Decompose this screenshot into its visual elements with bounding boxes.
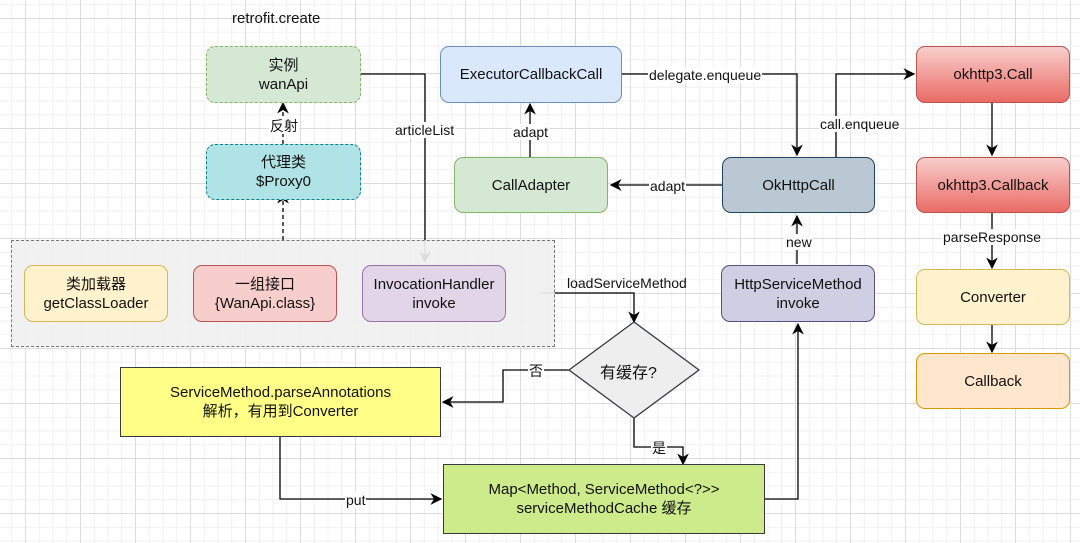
node-okhttp-call[interactable]: OkHttpCall — [722, 157, 875, 213]
node-class-loader[interactable]: 类加载器 getClassLoader — [24, 265, 168, 322]
edge-label-article-list: articleList — [394, 122, 456, 138]
node-label: 代理类 — [260, 154, 306, 171]
node-label: {WanApi.class} — [214, 294, 316, 312]
edge-cache-to-invoke — [765, 322, 804, 500]
node-label: invoke — [412, 294, 456, 312]
node-label: okhttp3.Callback — [937, 176, 1049, 194]
node-label: Converter — [960, 288, 1026, 306]
node-label: 一组接口 — [234, 275, 295, 293]
node-label: invoke — [776, 294, 820, 312]
edge-label-parse-response: parseResponse — [942, 229, 1043, 245]
edge-label-adapt-up: adapt — [512, 124, 550, 140]
edge-put — [279, 437, 443, 505]
node-label: InvocationHandler — [373, 275, 495, 293]
node-label: Map<Method, ServiceMethod<?>> — [488, 481, 720, 498]
node-label: 解析，有用到Converter — [202, 403, 359, 420]
node-call-adapter[interactable]: CallAdapter — [454, 157, 608, 213]
decision-has-cache[interactable]: 有缓存? — [600, 365, 657, 382]
decision-diamond-shape — [567, 321, 701, 419]
node-converter[interactable]: Converter — [916, 269, 1070, 325]
edge-article-list — [361, 73, 431, 264]
node-callback[interactable]: Callback — [916, 353, 1070, 409]
edge-label-yes: 是 — [651, 440, 667, 456]
node-service-method-cache[interactable]: Map<Method, ServiceMethod<?>> serviceMet… — [443, 464, 765, 534]
node-label: $Proxy0 — [255, 173, 312, 190]
node-label: wanApi — [258, 75, 309, 93]
node-okhttp3-callback[interactable]: okhttp3.Callback — [916, 157, 1070, 213]
node-label: Callback — [964, 372, 1022, 390]
node-interfaces[interactable]: 一组接口 {WanApi.class} — [193, 265, 337, 322]
node-label: ExecutorCallbackCall — [459, 66, 603, 83]
node-label: 实例 — [268, 56, 299, 74]
node-http-service-method[interactable]: HttpServiceMethod invoke — [721, 265, 875, 322]
node-label: serviceMethodCache 缓存 — [516, 500, 692, 517]
edge-label-call-enqueue: call.enqueue — [819, 116, 901, 132]
node-instance-wanapi[interactable]: 实例 wanApi — [206, 46, 361, 103]
node-proxy-class[interactable]: 代理类 $Proxy0 — [206, 144, 361, 200]
edge-load-service-method — [541, 292, 640, 324]
node-label: getClassLoader — [43, 294, 149, 312]
node-label: ServiceMethod.parseAnnotations — [170, 384, 391, 401]
node-label: okhttp3.Call — [953, 66, 1033, 83]
edge-label-delegate-enqueue: delegate.enqueue — [648, 67, 763, 83]
diagram-title: retrofit.create — [232, 10, 321, 27]
node-parse-annotations[interactable]: ServiceMethod.parseAnnotations 解析，有用到Con… — [120, 367, 441, 437]
node-invocation-handler[interactable]: InvocationHandler invoke — [362, 265, 506, 322]
node-label: CallAdapter — [491, 176, 571, 194]
edge-label-load-service-method: loadServiceMethod — [567, 275, 687, 291]
edge-label-no: 否 — [528, 363, 544, 379]
node-label: OkHttpCall — [762, 176, 835, 194]
node-okhttp3-call[interactable]: okhttp3.Call — [916, 46, 1070, 103]
edge-label-put: put — [345, 492, 367, 508]
edge-label-new: new — [785, 234, 813, 250]
edge-label-reflection: 反射 — [269, 118, 299, 134]
edge-no — [441, 369, 569, 408]
node-label: 类加载器 — [65, 275, 126, 293]
edge-label-adapt-left: adapt — [649, 178, 687, 194]
edge-delegate-enqueue — [622, 73, 803, 157]
node-label: HttpServiceMethod — [734, 275, 862, 293]
node-executor-callback-call[interactable]: ExecutorCallbackCall — [440, 46, 622, 103]
